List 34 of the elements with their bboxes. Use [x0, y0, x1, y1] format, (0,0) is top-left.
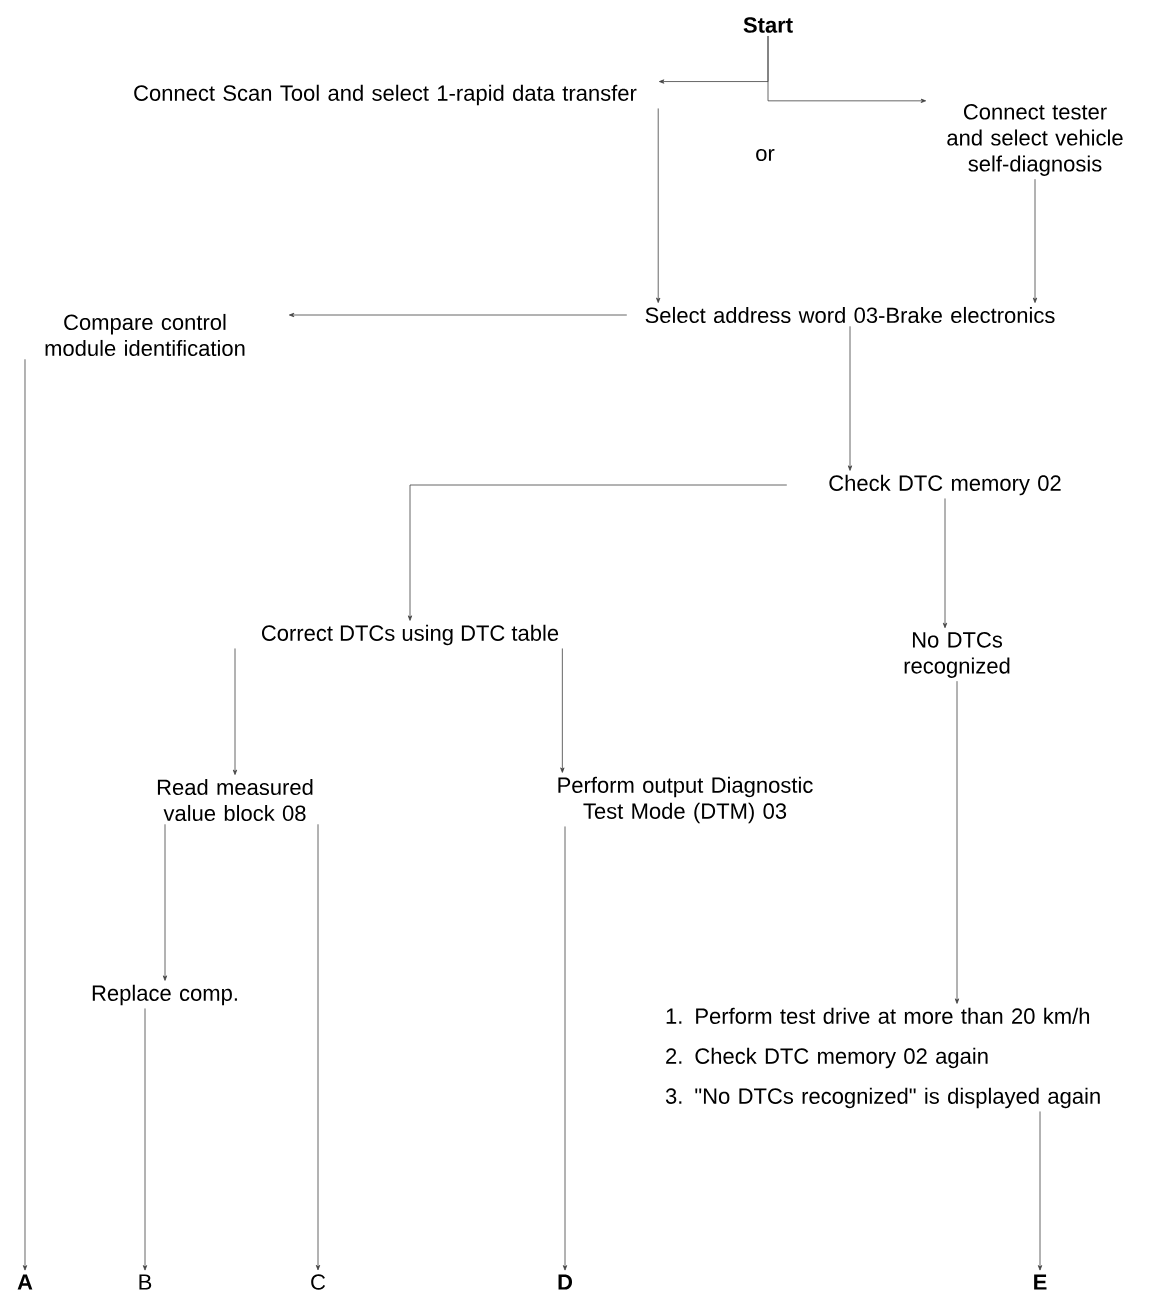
step-text: Replace comp.	[92, 984, 237, 1006]
step-text: Correct DTCs using DTC table	[261, 624, 559, 646]
step-text: Read measured value block 08	[157, 778, 313, 822]
arrow	[142, 1008, 148, 1271]
arrow	[954, 680, 960, 1004]
arrow	[562, 826, 568, 1271]
arrow	[847, 325, 853, 471]
step-text: Compare control module identification	[45, 313, 245, 357]
step-text: C	[311, 1274, 326, 1290]
arrow	[315, 823, 321, 1271]
step-text: Check DTC memory 02	[829, 474, 1061, 496]
arrow	[22, 358, 28, 1271]
step-text: A	[17, 1274, 33, 1290]
arrow	[656, 108, 661, 303]
step-text: B	[139, 1274, 152, 1290]
arrow	[1037, 1111, 1043, 1271]
step-text: 1. Perform test drive at more than 20 km/h 2. Check DTC memory 02 again 3. "No DTCs recognized" is displayed again	[665, 1007, 1100, 1109]
arrow	[560, 648, 565, 773]
arrow	[942, 498, 948, 629]
arrow	[767, 35, 927, 103]
note-text: or	[756, 148, 775, 162]
step-text: Select address word 03-Brake electronics	[645, 306, 1055, 324]
step-text: Connect tester and select vehicle self-diagnosis	[947, 104, 1123, 176]
step-text: Perform output Diagnostic Test Mode (DTM) 03	[558, 776, 813, 824]
arrow	[1032, 178, 1038, 303]
step-text: No DTCs recognized	[904, 632, 1010, 678]
step-text: E	[1034, 1274, 1047, 1290]
arrow	[232, 648, 238, 775]
step-text: Start	[743, 17, 793, 33]
arrow	[288, 312, 628, 318]
step-text: Connect Scan Tool and select 1-rapid data transfer	[134, 84, 637, 106]
arrow	[407, 484, 788, 621]
arrow	[162, 823, 168, 981]
step-text: D	[558, 1274, 573, 1290]
